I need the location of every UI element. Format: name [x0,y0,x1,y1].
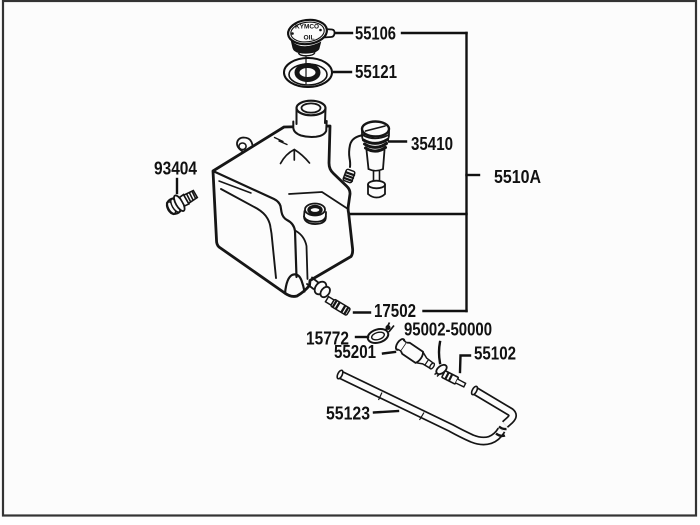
svg-text:15772: 15772 [306,329,349,349]
svg-text:KYMCO: KYMCO [295,24,319,31]
svg-text:55123: 55123 [326,404,370,424]
svg-text:55106: 55106 [355,24,396,44]
svg-text:OIL: OIL [304,36,315,42]
svg-text:95002-50000: 95002-50000 [404,320,492,340]
svg-text:55121: 55121 [355,62,397,82]
svg-text:5510A: 5510A [494,167,541,187]
svg-text:55102: 55102 [474,344,516,364]
svg-text:35410: 35410 [411,134,453,154]
svg-text:55201: 55201 [334,342,376,362]
svg-text:93404: 93404 [154,159,197,179]
svg-text:17502: 17502 [374,301,416,321]
